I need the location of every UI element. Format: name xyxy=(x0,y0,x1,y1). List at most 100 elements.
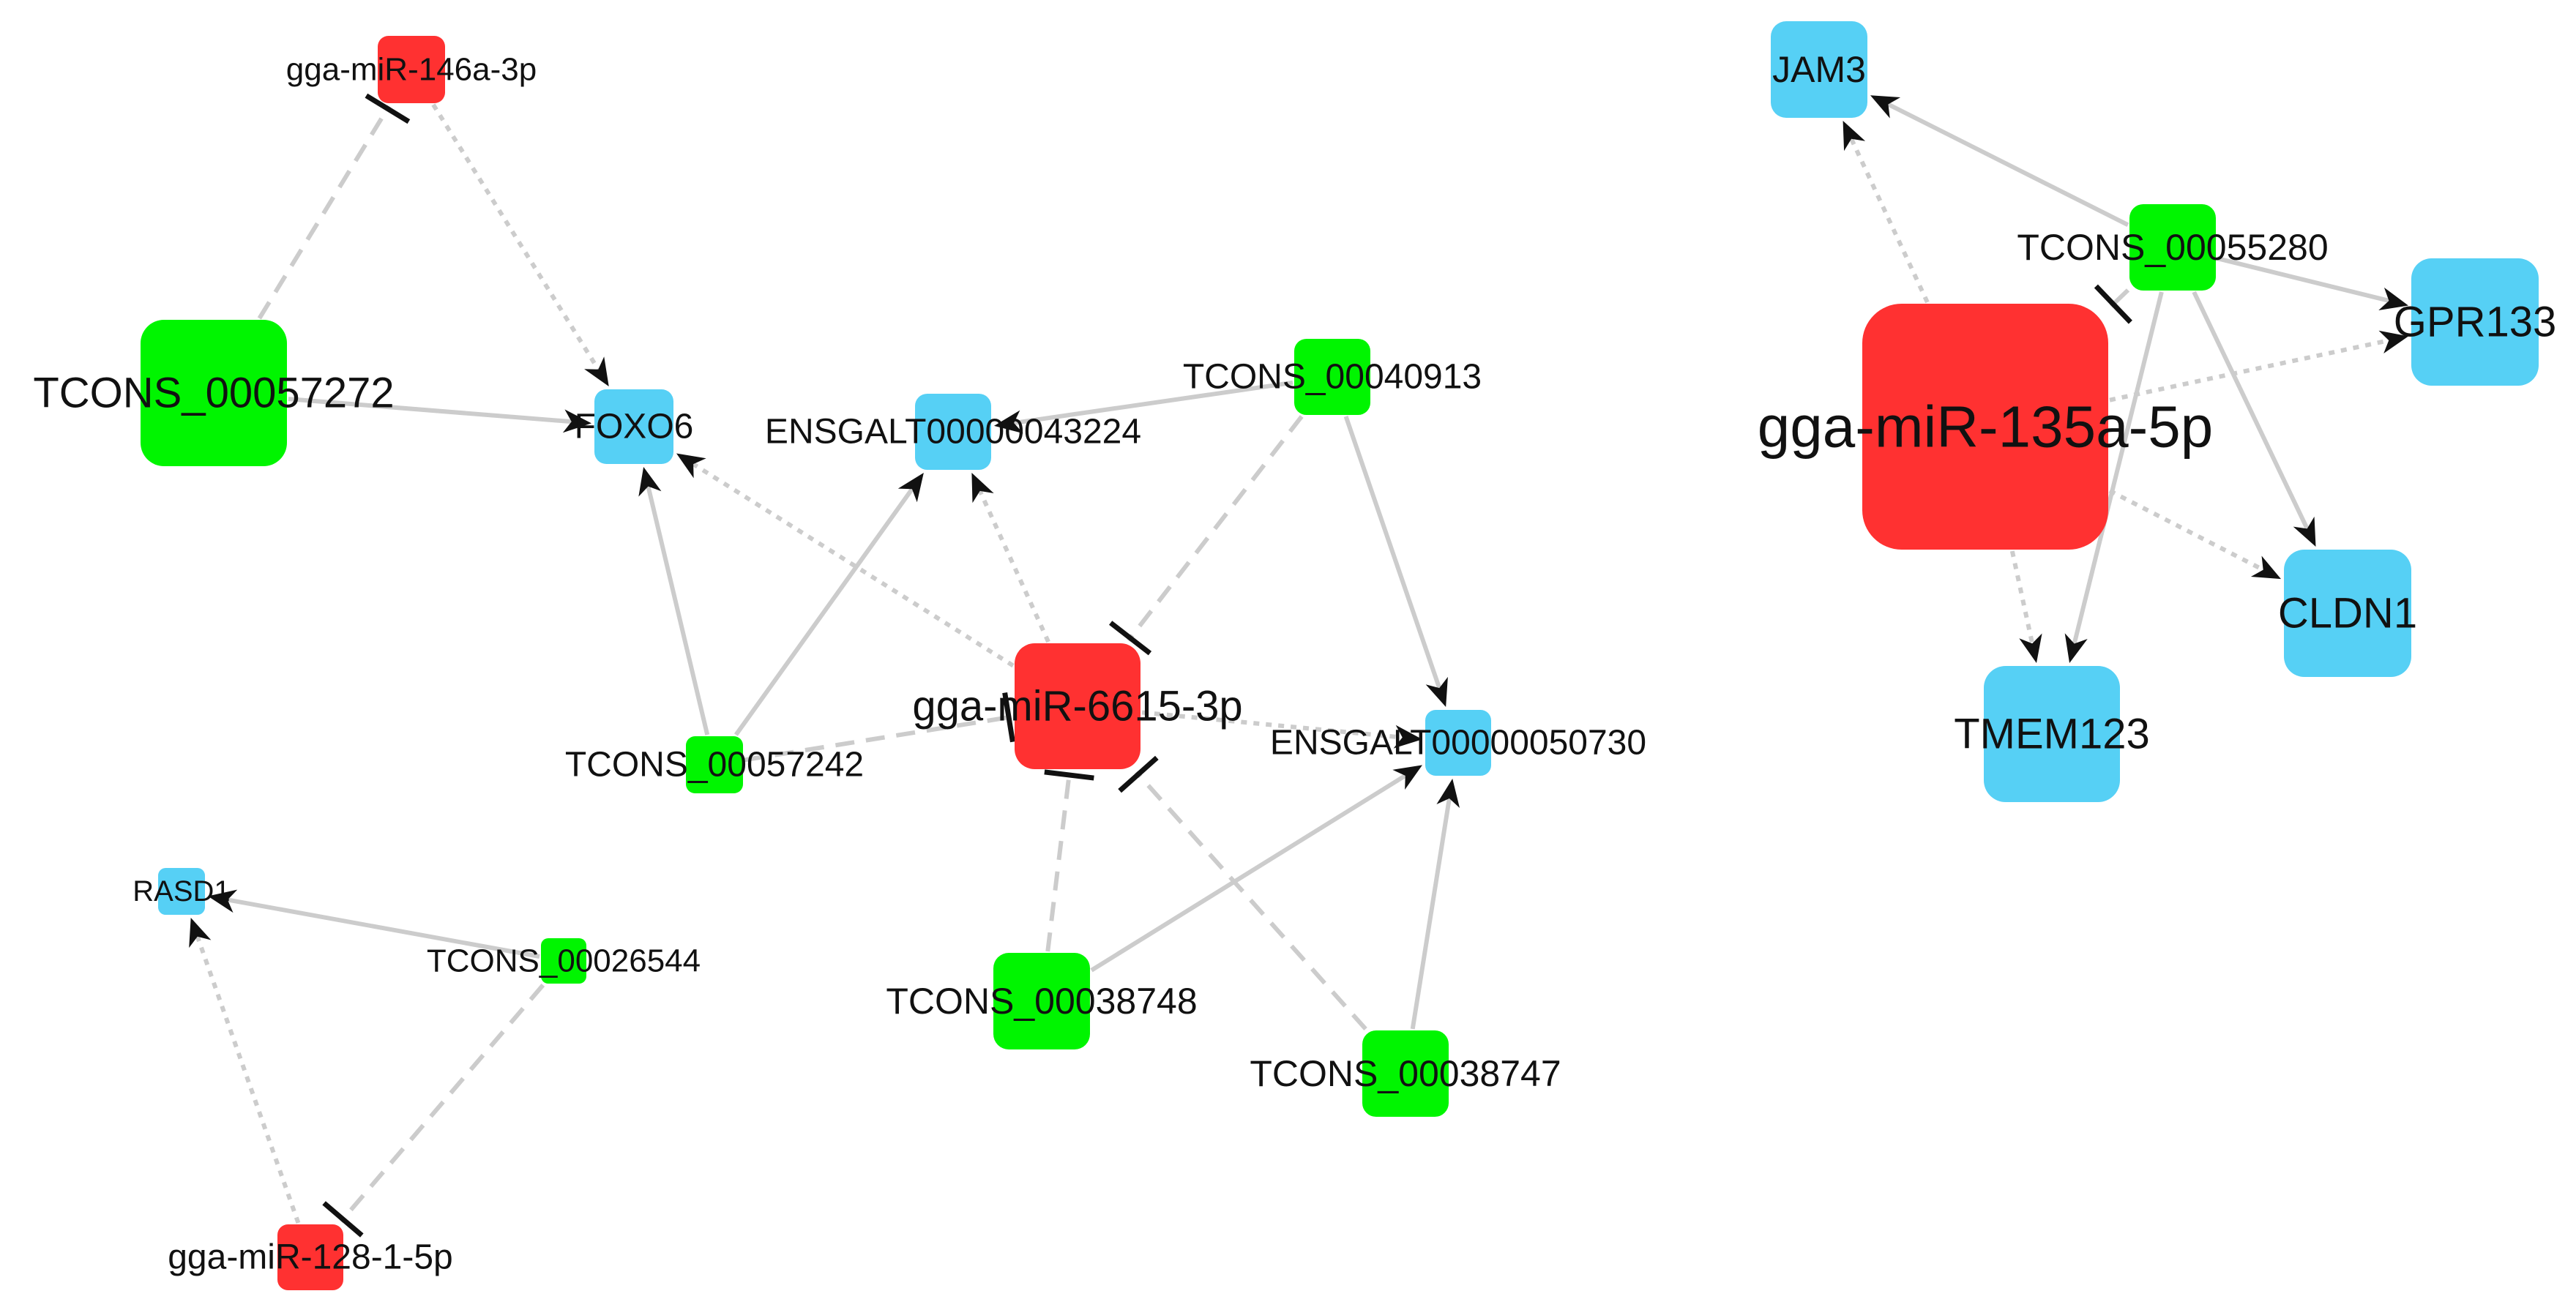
node-label: FOXO6 xyxy=(575,408,694,446)
arrowhead-icon xyxy=(1843,121,1866,151)
node-label: TCONS_00026544 xyxy=(427,943,701,979)
edge-tc38747-to-mir6615 xyxy=(1118,755,1367,1030)
node-box-mirna[interactable] xyxy=(1862,304,2108,550)
edge-line xyxy=(1013,380,1293,425)
node-label: RASD1 xyxy=(132,875,230,907)
edge-tc26544-to-rasd1 xyxy=(208,889,540,959)
node-tc40913[interactable]: TCONS_00040913 xyxy=(1183,339,1482,415)
arrowhead-icon xyxy=(2064,633,2088,663)
edge-line xyxy=(2108,488,2265,572)
edge-line xyxy=(2109,338,2389,403)
node-box-mrna[interactable] xyxy=(1771,21,1867,118)
edge-line xyxy=(1135,771,1367,1030)
node-box-lncrna[interactable] xyxy=(541,938,586,984)
node-box-mrna[interactable] xyxy=(158,868,205,915)
node-box-lncrna[interactable] xyxy=(2129,204,2216,291)
inhibition-bar-icon xyxy=(1002,692,1015,743)
node-box-lncrna[interactable] xyxy=(686,736,743,793)
node-box-mrna[interactable] xyxy=(2411,258,2539,386)
edge-tc57272-to-mir146 xyxy=(257,93,411,320)
node-gpr133[interactable]: GPR133 xyxy=(2394,258,2556,386)
node-mir6615[interactable]: gga-miR-6615-3p xyxy=(912,643,1243,769)
node-mir135[interactable]: gga-miR-135a-5p xyxy=(1758,304,2214,550)
inhibition-bar-icon xyxy=(322,1201,364,1238)
node-label: TCONS_00057242 xyxy=(565,746,864,785)
edge-tc55280-to-gpr133 xyxy=(2217,256,2408,310)
arrowhead-icon xyxy=(584,356,609,386)
edge-line xyxy=(227,897,540,959)
node-mir128[interactable]: gga-miR-128-1-5p xyxy=(168,1224,453,1290)
node-box-mrna[interactable] xyxy=(594,389,673,464)
node-cldn1[interactable]: CLDN1 xyxy=(2278,550,2417,677)
node-box-mirna[interactable] xyxy=(378,36,445,103)
inhibition-bar-icon xyxy=(365,93,411,124)
node-label: TCONS_00057272 xyxy=(33,370,394,417)
node-box-mrna[interactable] xyxy=(2284,550,2411,677)
arrowhead-icon xyxy=(994,410,1023,434)
edge-line xyxy=(692,462,1015,668)
inhibition-bar-icon xyxy=(1109,621,1152,656)
arrowhead-icon xyxy=(189,918,212,948)
edges-layer xyxy=(189,93,2408,1238)
arrowhead-icon xyxy=(897,473,924,503)
node-label: ENSGALT00000050730 xyxy=(1270,724,1646,763)
edge-mir135-to-gpr133 xyxy=(2109,330,2408,403)
node-label: gga-miR-6615-3p xyxy=(912,683,1242,730)
node-label: gga-miR-135a-5p xyxy=(1758,394,2214,460)
node-tc26544[interactable]: TCONS_00026544 xyxy=(427,938,701,984)
edge-tc38747-to-ens50730 xyxy=(1410,779,1460,1030)
arrowhead-icon xyxy=(2019,633,2042,663)
edge-line xyxy=(1849,138,1930,304)
edge-line xyxy=(1887,102,2129,227)
arrowhead-icon xyxy=(1425,676,1448,707)
node-box-lncrna[interactable] xyxy=(1294,339,1370,415)
node-box-lncrna[interactable] xyxy=(993,953,1090,1049)
edge-line xyxy=(977,490,1050,643)
node-label: ENSGALT00000043224 xyxy=(765,413,1141,452)
node-box-mrna[interactable] xyxy=(1984,666,2120,802)
edge-tc38748-to-mir6615 xyxy=(1044,769,1094,952)
edge-mir6615-to-foxo6 xyxy=(676,453,1015,668)
edge-line xyxy=(1090,774,1407,973)
node-tc57272[interactable]: TCONS_00057272 xyxy=(33,320,395,466)
node-box-mrna[interactable] xyxy=(915,394,991,470)
node-ens43224[interactable]: ENSGALT00000043224 xyxy=(765,394,1141,470)
node-box-mirna[interactable] xyxy=(277,1224,343,1290)
edge-line xyxy=(2192,291,2310,530)
edge-tc55280-to-mir135 xyxy=(2094,284,2132,324)
edge-line xyxy=(2009,550,2035,644)
edge-tc38748-to-ens50730 xyxy=(1090,765,1422,973)
node-foxo6[interactable]: FOXO6 xyxy=(575,389,694,464)
arrowhead-icon xyxy=(1870,95,1901,119)
node-rasd1[interactable]: RASD1 xyxy=(132,868,231,915)
node-box-lncrna[interactable] xyxy=(1362,1030,1449,1117)
node-ens50730[interactable]: ENSGALT00000050730 xyxy=(1270,710,1646,776)
node-tc57242[interactable]: TCONS_00057242 xyxy=(565,736,864,793)
node-jam3[interactable]: JAM3 xyxy=(1771,21,1867,118)
node-box-mirna[interactable] xyxy=(1015,643,1140,769)
arrowhead-icon xyxy=(1393,725,1422,749)
edge-line xyxy=(288,397,572,424)
node-label: GPR133 xyxy=(2394,299,2556,346)
inhibition-bar-icon xyxy=(1118,755,1159,793)
node-label: TCONS_00038747 xyxy=(1250,1053,1561,1094)
arrowhead-icon xyxy=(2250,555,2281,580)
node-box-mrna[interactable] xyxy=(1425,710,1491,776)
node-label: TMEM123 xyxy=(1954,711,2150,758)
edge-line xyxy=(339,984,545,1223)
node-box-lncrna[interactable] xyxy=(141,320,287,466)
node-label: TCONS_00055280 xyxy=(2017,227,2328,268)
edge-line xyxy=(2217,256,2390,303)
node-tc38747[interactable]: TCONS_00038747 xyxy=(1250,1030,1561,1117)
edge-tc57242-to-ens43224 xyxy=(733,473,924,736)
edge-line xyxy=(646,485,710,736)
node-mir146[interactable]: gga-miR-146a-3p xyxy=(286,36,537,103)
edge-tc57242-to-foxo6 xyxy=(638,467,710,736)
edge-mir128-to-rasd1 xyxy=(189,918,301,1224)
inhibition-bar-icon xyxy=(2094,284,2132,324)
node-tc55280[interactable]: TCONS_00055280 xyxy=(2017,204,2329,291)
edge-mir135-to-cldn1 xyxy=(2108,488,2281,580)
arrowhead-icon xyxy=(971,473,994,504)
node-tmem123[interactable]: TMEM123 xyxy=(1954,666,2150,802)
node-tc38748[interactable]: TCONS_00038748 xyxy=(886,953,1198,1049)
